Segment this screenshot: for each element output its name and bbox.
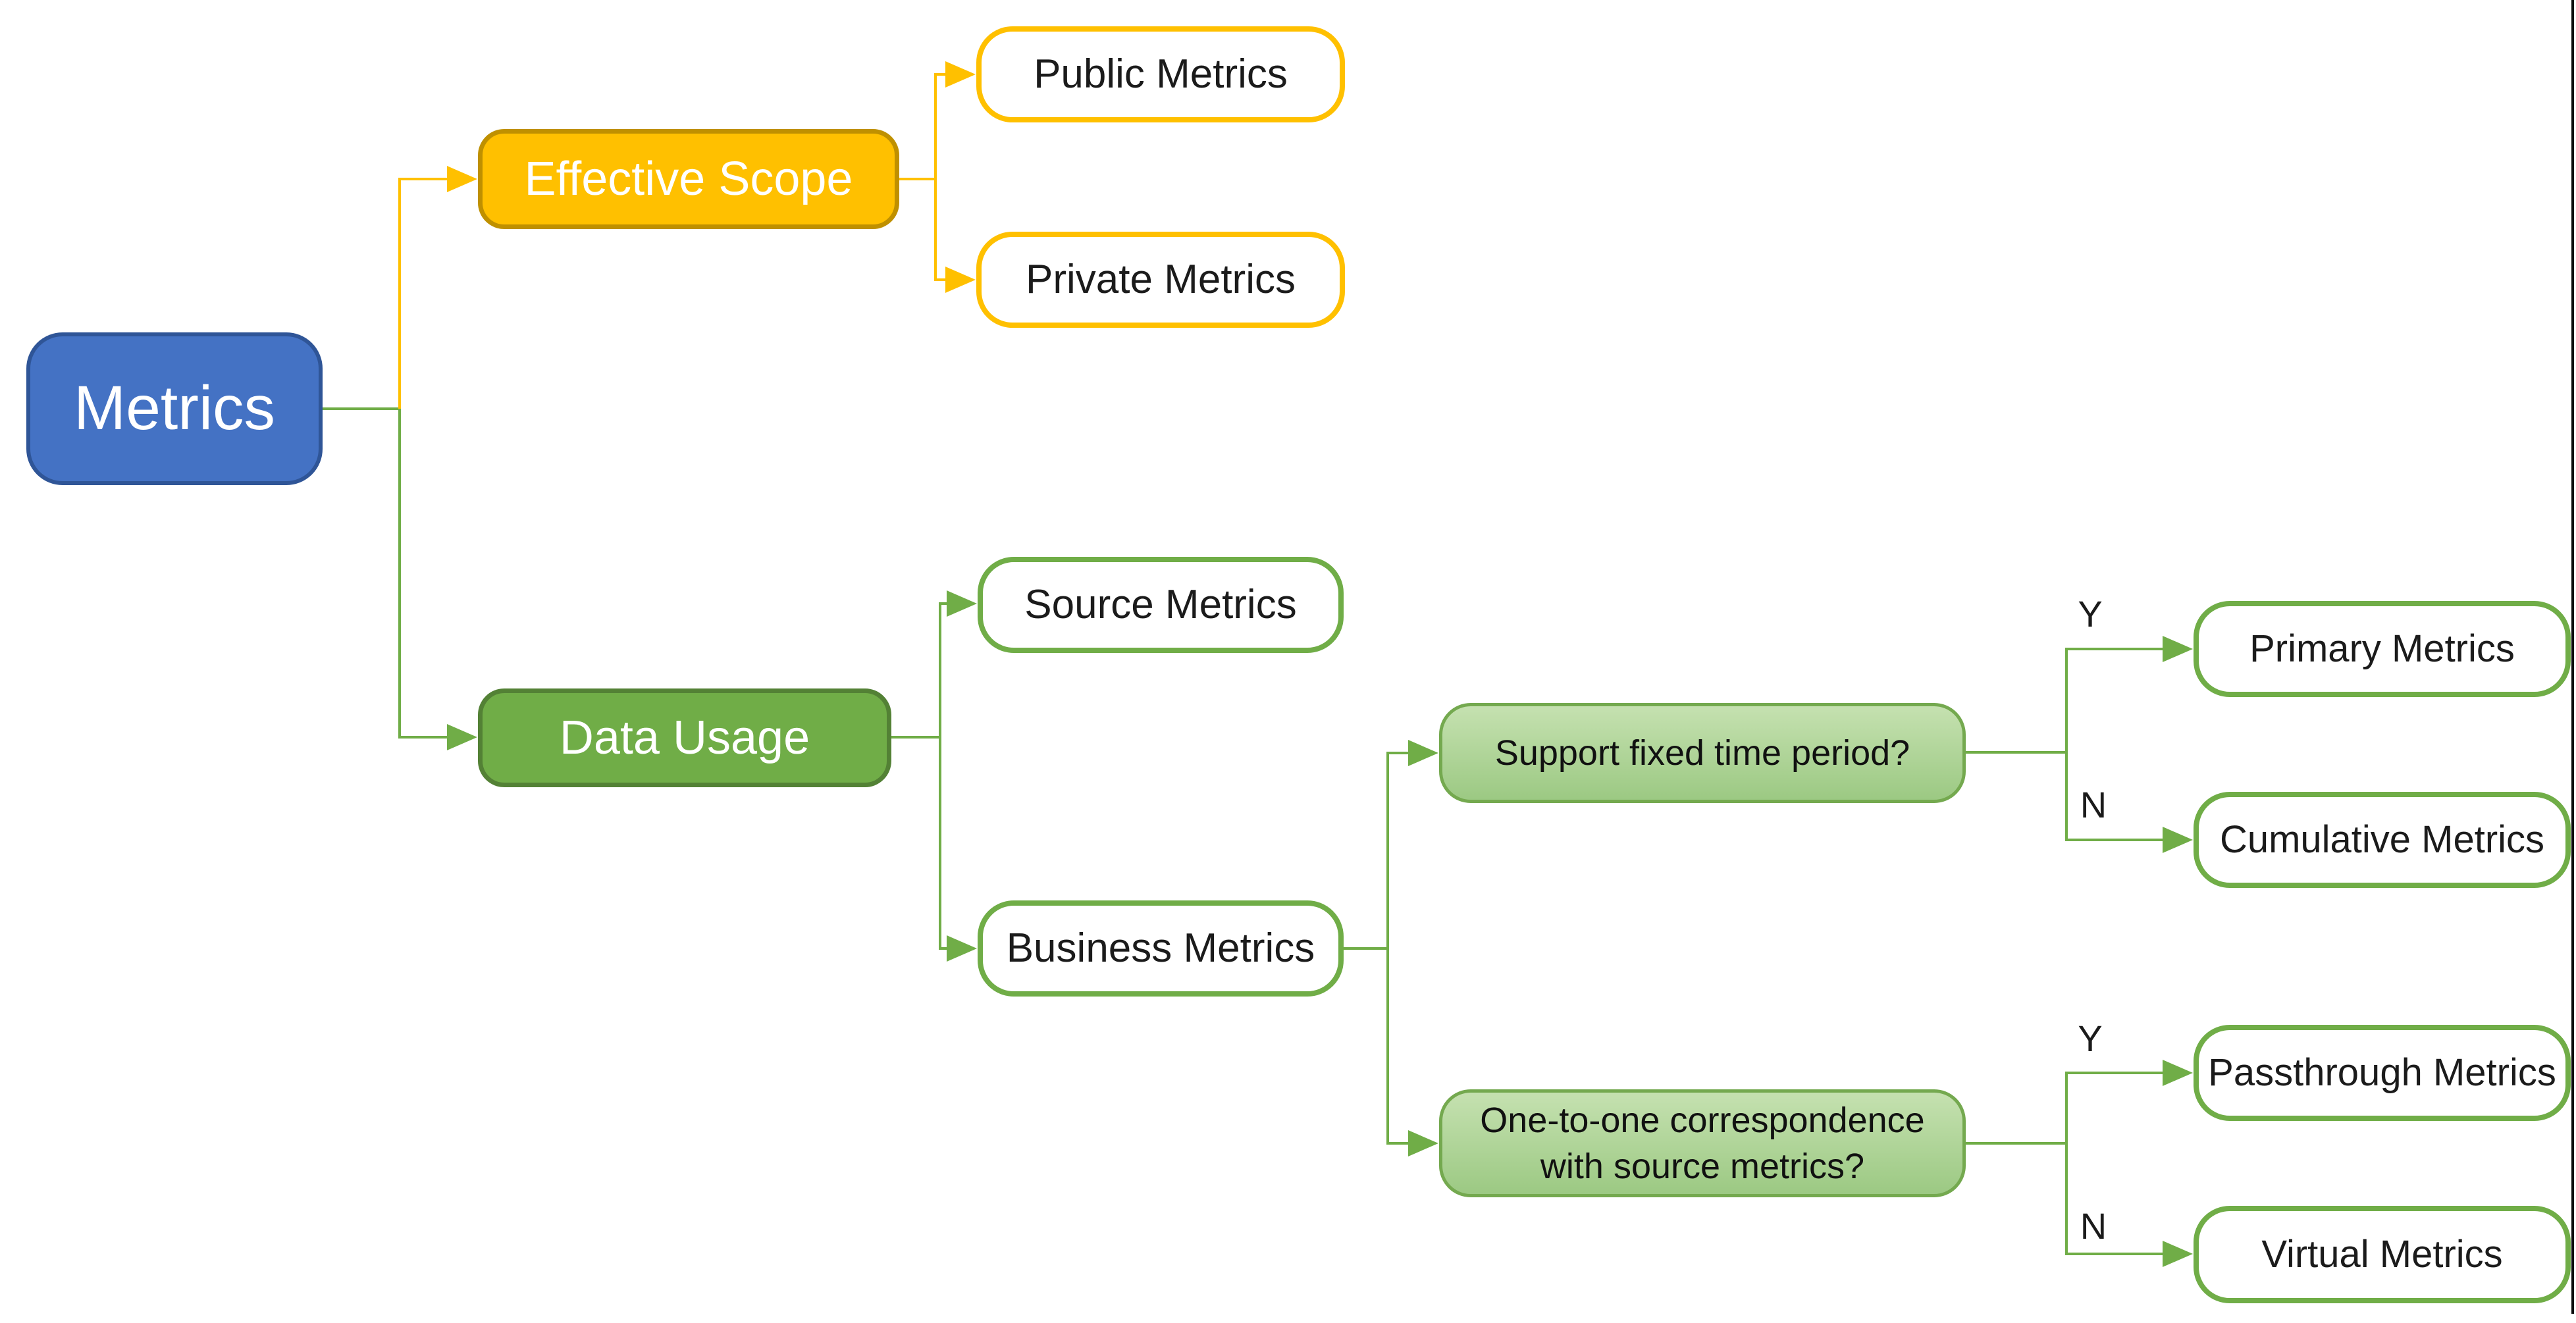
node-virtual-metrics: Virtual Metrics xyxy=(2194,1206,2571,1303)
connector-yes-to-passthrough-metrics xyxy=(2065,1060,2193,1143)
node-one-to-one-question: One-to-one correspondence with source me… xyxy=(1439,1089,1966,1197)
node-passthrough-metrics-label: Passthrough Metrics xyxy=(2208,1051,2556,1094)
node-private-metrics: Private Metrics xyxy=(976,232,1345,328)
node-data-usage: Data Usage xyxy=(478,688,891,787)
node-public-metrics: Public Metrics xyxy=(976,26,1345,122)
connector-no-to-cumulative-metrics xyxy=(2065,752,2193,853)
node-passthrough-metrics: Passthrough Metrics xyxy=(2194,1025,2571,1121)
node-effective-scope: Effective Scope xyxy=(478,129,899,229)
node-primary-metrics: Primary Metrics xyxy=(2194,601,2571,697)
connector-to-support-question xyxy=(1386,740,1438,948)
node-business-metrics: Business Metrics xyxy=(978,900,1344,997)
node-support-fixed-time-question-label: Support fixed time period? xyxy=(1494,733,1910,773)
connector-to-one-to-one-question xyxy=(1386,948,1438,1156)
connector-to-source-metrics xyxy=(939,590,977,737)
connector-to-business-metrics xyxy=(939,737,977,962)
node-effective-scope-label: Effective Scope xyxy=(524,152,853,205)
node-one-to-one-question-label: One-to-one correspondence with source me… xyxy=(1480,1100,1925,1186)
node-primary-metrics-label: Primary Metrics xyxy=(2249,627,2515,670)
node-metrics-label: Metrics xyxy=(73,373,276,444)
node-private-metrics-label: Private Metrics xyxy=(1026,257,1296,303)
node-cumulative-metrics-label: Cumulative Metrics xyxy=(2219,817,2545,861)
node-metrics: Metrics xyxy=(26,332,323,485)
branch-label-yes-primary: Y xyxy=(2078,593,2103,635)
connector-to-private-metrics xyxy=(934,179,976,293)
screen-right-edge-line xyxy=(2571,0,2574,1314)
node-source-metrics-label: Source Metrics xyxy=(1024,582,1297,628)
node-public-metrics-label: Public Metrics xyxy=(1034,51,1288,97)
connector-to-public-metrics xyxy=(934,61,976,179)
connector-yes-to-primary-metrics xyxy=(2065,636,2193,752)
node-cumulative-metrics: Cumulative Metrics xyxy=(2194,792,2571,888)
branch-label-no-virtual: N xyxy=(2080,1205,2107,1247)
node-source-metrics: Source Metrics xyxy=(978,557,1344,653)
connector-no-to-virtual-metrics xyxy=(2065,1143,2193,1267)
node-virtual-metrics-label: Virtual Metrics xyxy=(2261,1232,2503,1276)
branch-label-yes-passthrough: Y xyxy=(2078,1018,2103,1059)
node-data-usage-label: Data Usage xyxy=(559,711,810,764)
connector-root-to-data-usage xyxy=(398,409,477,750)
node-business-metrics-label: Business Metrics xyxy=(1006,925,1315,972)
node-support-fixed-time-question: Support fixed time period? xyxy=(1439,703,1966,803)
branch-label-no-cumulative: N xyxy=(2080,784,2107,825)
connector-root-to-effective-scope xyxy=(398,166,477,409)
